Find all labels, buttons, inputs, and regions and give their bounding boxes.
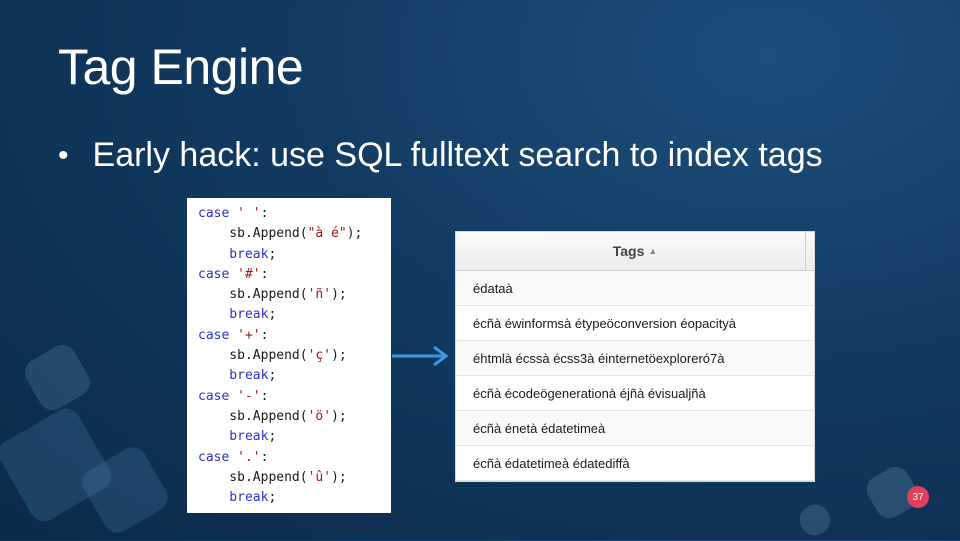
sort-ascending-icon: ▲ <box>648 246 658 256</box>
tags-header-label: Tags <box>612 243 645 259</box>
code-token: sb.Append( <box>198 287 308 303</box>
code-token: sb.Append( <box>198 408 308 424</box>
code-token: ); <box>346 226 363 242</box>
code-line: sb.Append('ñ'); <box>187 285 391 305</box>
code-token: sb.Append( <box>198 348 308 364</box>
bullet-text: Early hack: use SQL fulltext search to i… <box>92 136 823 174</box>
code-line: case '#': <box>187 265 391 285</box>
code-token: case <box>198 327 238 343</box>
code-token: sb.Append( <box>198 226 308 242</box>
code-token: ; <box>268 246 277 262</box>
code-token: : <box>260 327 269 343</box>
code-lines: case ' ': sb.Append("à é"); break;case '… <box>187 204 391 508</box>
code-line: break; <box>187 488 391 508</box>
code-token: 'ç' <box>307 348 332 364</box>
code-line: sb.Append('ö'); <box>187 407 391 427</box>
code-token: case <box>198 206 238 221</box>
table-row[interactable]: écñà éwinformsà étypeöconversion éopacit… <box>456 306 814 341</box>
code-token: : <box>260 449 269 465</box>
code-token: break <box>198 307 269 323</box>
code-token: case <box>198 388 238 404</box>
background-bubble-shape <box>19 339 96 416</box>
code-token: break <box>198 429 269 445</box>
code-line: break; <box>187 366 391 386</box>
table-row[interactable]: écñà édatetimeà édatediffà <box>456 446 814 481</box>
code-token: ; <box>268 429 277 445</box>
code-token: 'ñ' <box>307 287 332 303</box>
table-row[interactable]: éhtmlà écssà écss3à éinternetöexploreró7… <box>456 341 814 376</box>
code-token: break <box>198 368 269 384</box>
code-line: sb.Append("à é"); <box>187 224 391 244</box>
page-number-badge: 37 <box>907 486 929 508</box>
code-token: '.' <box>237 449 261 465</box>
code-token: ; <box>268 307 277 323</box>
tags-column-header[interactable]: Tags ▲ <box>456 232 814 271</box>
code-token: : <box>260 266 269 282</box>
code-line: break; <box>187 305 391 325</box>
code-token: break <box>198 490 269 506</box>
code-line: break; <box>187 427 391 447</box>
slide-title: Tag Engine <box>58 39 304 95</box>
code-token: case <box>198 266 238 282</box>
code-token: break <box>198 246 269 262</box>
code-token: ); <box>331 469 347 485</box>
code-line: break; <box>187 245 391 265</box>
code-token: ); <box>331 348 347 364</box>
arrow-right-icon <box>392 345 449 367</box>
code-line: sb.Append('ç'); <box>187 346 391 366</box>
code-token: '+' <box>237 327 261 343</box>
code-token: sb.Append( <box>198 469 308 485</box>
code-line: case '+': <box>187 326 391 346</box>
code-token: ); <box>331 287 347 303</box>
code-token: case <box>198 449 238 465</box>
code-line: case ' ': <box>187 204 391 224</box>
bullet-dot-icon: • <box>58 138 69 172</box>
code-line: case '.': <box>187 448 391 468</box>
code-token: ; <box>268 490 277 506</box>
code-token: '-' <box>237 388 261 404</box>
code-token: 'ö' <box>307 408 332 424</box>
code-token: ); <box>331 408 347 424</box>
column-separator <box>805 232 806 270</box>
code-token: : <box>260 206 269 221</box>
code-token: "à é" <box>307 226 347 242</box>
code-token: ' ' <box>237 206 261 221</box>
table-row[interactable]: édataà <box>456 271 814 306</box>
code-token: '#' <box>237 266 261 282</box>
code-snippet: case ' ': sb.Append("à é"); break;case '… <box>187 198 391 513</box>
code-line: sb.Append('û'); <box>187 468 391 488</box>
table-row[interactable]: écñà écodeögenerationà éjñà évisualjñà <box>456 376 814 411</box>
code-token: : <box>260 388 269 404</box>
code-line: case '-': <box>187 387 391 407</box>
background-bubble-shape <box>794 499 836 541</box>
code-token: 'û' <box>307 469 332 485</box>
code-token: ; <box>268 368 277 384</box>
bullet-point: • Early hack: use SQL fulltext search to… <box>58 136 823 175</box>
table-row[interactable]: écñà énetà édatetimeà <box>456 411 814 446</box>
